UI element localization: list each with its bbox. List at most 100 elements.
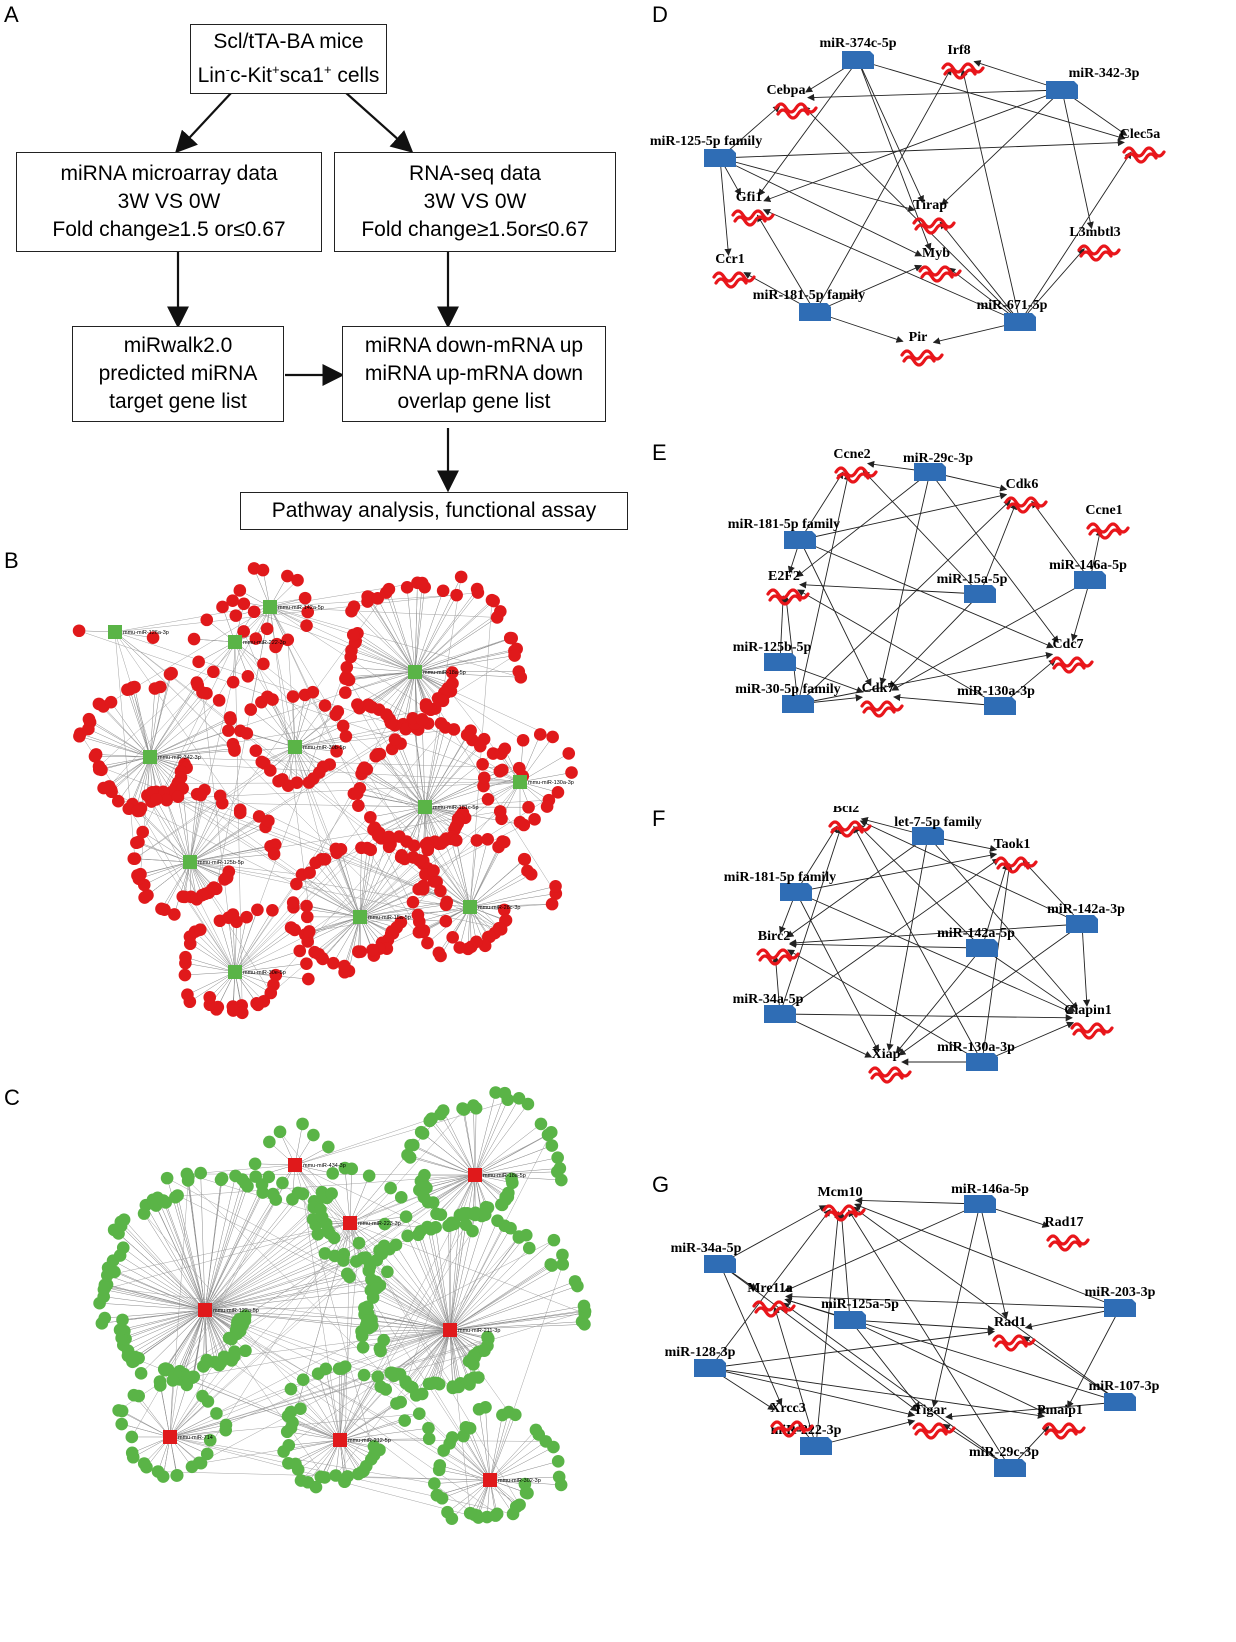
gene-node xyxy=(460,728,474,742)
gene-wave-icon xyxy=(1122,146,1166,164)
gene-wave-icon xyxy=(992,1334,1036,1352)
gene-node xyxy=(194,788,208,802)
gene-label: Mre11a xyxy=(747,1281,793,1296)
gene-wave-icon xyxy=(1070,1022,1114,1040)
gene-node xyxy=(395,848,408,862)
gene-node xyxy=(134,1367,148,1380)
mirna-label: miR-181-5p family xyxy=(728,517,840,532)
gene-node xyxy=(562,747,576,760)
gene-node xyxy=(200,613,214,627)
gene-node xyxy=(298,591,312,605)
box-rna-seq: RNA-seq data 3W VS 0W Fold change≥1.5or≤… xyxy=(334,152,616,252)
gene-node xyxy=(418,1168,431,1182)
gene-node xyxy=(459,1218,473,1231)
gene-node xyxy=(473,739,487,753)
mirna-hub-label: mmu-miR-212-5p xyxy=(348,1438,391,1444)
gene-node xyxy=(545,1139,559,1152)
mirna-hub-label: mmu-miR-30b-5p xyxy=(303,745,346,751)
overlap-line2: miRNA up-mRNA down xyxy=(364,362,584,385)
gene-node xyxy=(181,988,194,1002)
mirna-hub-label: mmu-miR-142a-5p xyxy=(278,605,324,611)
gene-node xyxy=(272,774,285,788)
gene-node xyxy=(237,625,250,638)
gene-node xyxy=(266,693,279,706)
gene-wave-icon xyxy=(1046,1234,1090,1252)
gene-node xyxy=(364,843,378,857)
gene-node xyxy=(336,719,350,733)
gene-node xyxy=(521,1486,534,1500)
gene-node xyxy=(228,742,241,755)
gene-node xyxy=(528,813,541,826)
gene-node xyxy=(540,800,554,813)
gene-node xyxy=(438,721,452,734)
mirwalk-line2: predicted miRNA xyxy=(98,362,258,385)
gene-node xyxy=(338,1360,352,1373)
gene-node xyxy=(288,923,302,937)
gene-node xyxy=(462,1354,476,1368)
gene-node xyxy=(424,1377,438,1390)
gene-node xyxy=(403,1151,417,1164)
pathway-label: Pathway analysis, functional assay xyxy=(271,499,597,522)
gene-label: Irf8 xyxy=(947,43,970,58)
gene-node xyxy=(291,573,304,587)
gene-wave-icon xyxy=(1004,496,1048,514)
gene-node xyxy=(166,1374,180,1387)
gene-node xyxy=(207,665,220,679)
gene-node xyxy=(179,950,192,964)
gene-node xyxy=(545,1259,559,1272)
gene-label: Ccne2 xyxy=(833,447,870,462)
gene-node xyxy=(422,1421,435,1435)
gene-wave-icon xyxy=(868,1066,912,1084)
gene-node xyxy=(470,582,484,596)
edges xyxy=(78,568,572,1013)
mirna-hub-node xyxy=(108,625,122,639)
gene-node xyxy=(512,1231,526,1244)
mirna-hub-node xyxy=(333,1433,347,1447)
gene-node xyxy=(251,903,264,917)
gene-node xyxy=(411,908,425,922)
gene-node xyxy=(125,1446,139,1460)
gene-node xyxy=(257,657,270,671)
gene-node xyxy=(296,1187,310,1201)
mirna-hub-node xyxy=(163,1430,177,1444)
gene-node xyxy=(491,1214,504,1227)
gene-label: Cebpa xyxy=(767,83,806,98)
gene-node xyxy=(434,949,447,963)
gene-node xyxy=(489,1086,502,1099)
gene-label: Cdk6 xyxy=(1006,477,1039,492)
gene-node xyxy=(431,1488,444,1502)
gene-node xyxy=(121,1349,135,1363)
gene-node xyxy=(415,712,429,726)
gene-label: Ciapin1 xyxy=(1064,1003,1111,1018)
mirna-icon xyxy=(912,827,944,845)
gene-label: Cdc7 xyxy=(1052,637,1083,652)
gene-wave-icon xyxy=(918,265,962,283)
gene-node xyxy=(394,1191,408,1204)
gene-node xyxy=(327,956,340,970)
mirna-hub-node xyxy=(228,965,242,979)
gene-node xyxy=(450,588,463,602)
gene-node xyxy=(318,1247,332,1260)
mirna-icon xyxy=(1104,1393,1136,1411)
flowchart-arrows xyxy=(167,91,459,493)
mice-label: Scl/tTA-BA mice xyxy=(213,30,364,53)
gene-wave-icon xyxy=(770,1420,814,1438)
gene-node xyxy=(228,1349,241,1363)
gene-node xyxy=(362,1169,376,1183)
gene-node xyxy=(201,1395,215,1408)
panel-letter-d: D xyxy=(652,2,668,27)
gene-node xyxy=(240,727,254,740)
gene-node xyxy=(282,1456,295,1470)
gene-label: Ccr1 xyxy=(715,252,745,267)
gene-node xyxy=(200,1356,213,1370)
gene-node xyxy=(437,834,451,848)
panel-letter-b: B xyxy=(4,548,19,573)
gene-node xyxy=(554,1478,568,1492)
gene-node xyxy=(92,760,106,773)
gene-label: Pir xyxy=(909,330,928,345)
gene-node xyxy=(340,670,353,684)
gene-node xyxy=(290,877,303,891)
gene-node xyxy=(421,936,434,950)
mirna-icon xyxy=(800,1437,832,1455)
gene-node xyxy=(241,670,255,683)
